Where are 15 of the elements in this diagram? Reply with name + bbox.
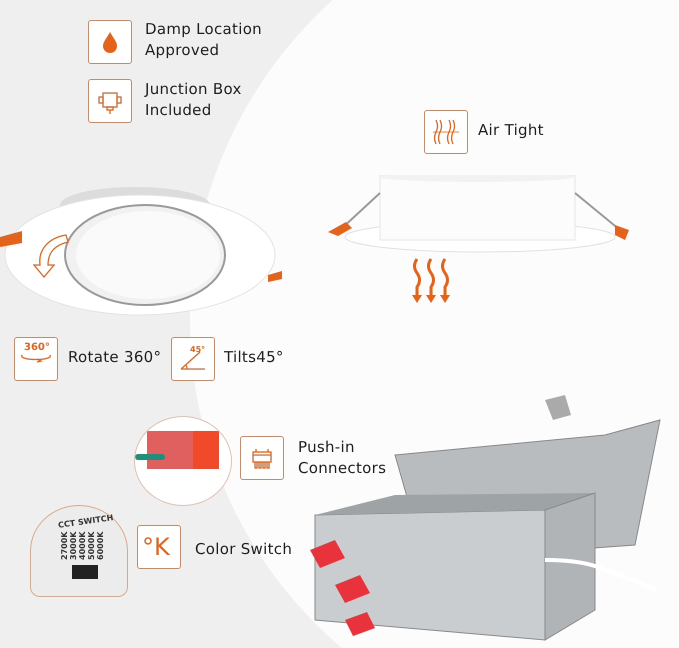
temperature-option: 5000K — [87, 532, 96, 560]
temperature-option: 2700K — [60, 532, 69, 560]
feature-label: Damp Location Approved — [145, 19, 263, 61]
feature-label: Air Tight — [478, 120, 545, 141]
icon-text: °K — [142, 535, 170, 559]
feature-label: Push-in Connectors — [298, 437, 388, 479]
feature-label: Tilts45° — [224, 347, 285, 368]
temperature-option: 3000K — [69, 532, 78, 560]
temperature-option: 6000K — [96, 532, 105, 560]
temperature-option: 4000K — [78, 532, 87, 560]
icon-text: 360° — [24, 343, 50, 353]
feature-label: Junction Box Included — [145, 79, 243, 121]
feature-label: Color Switch — [195, 539, 294, 560]
switch-heading: CCT SWITCH — [58, 514, 114, 530]
icon-text: 45° — [190, 346, 206, 354]
